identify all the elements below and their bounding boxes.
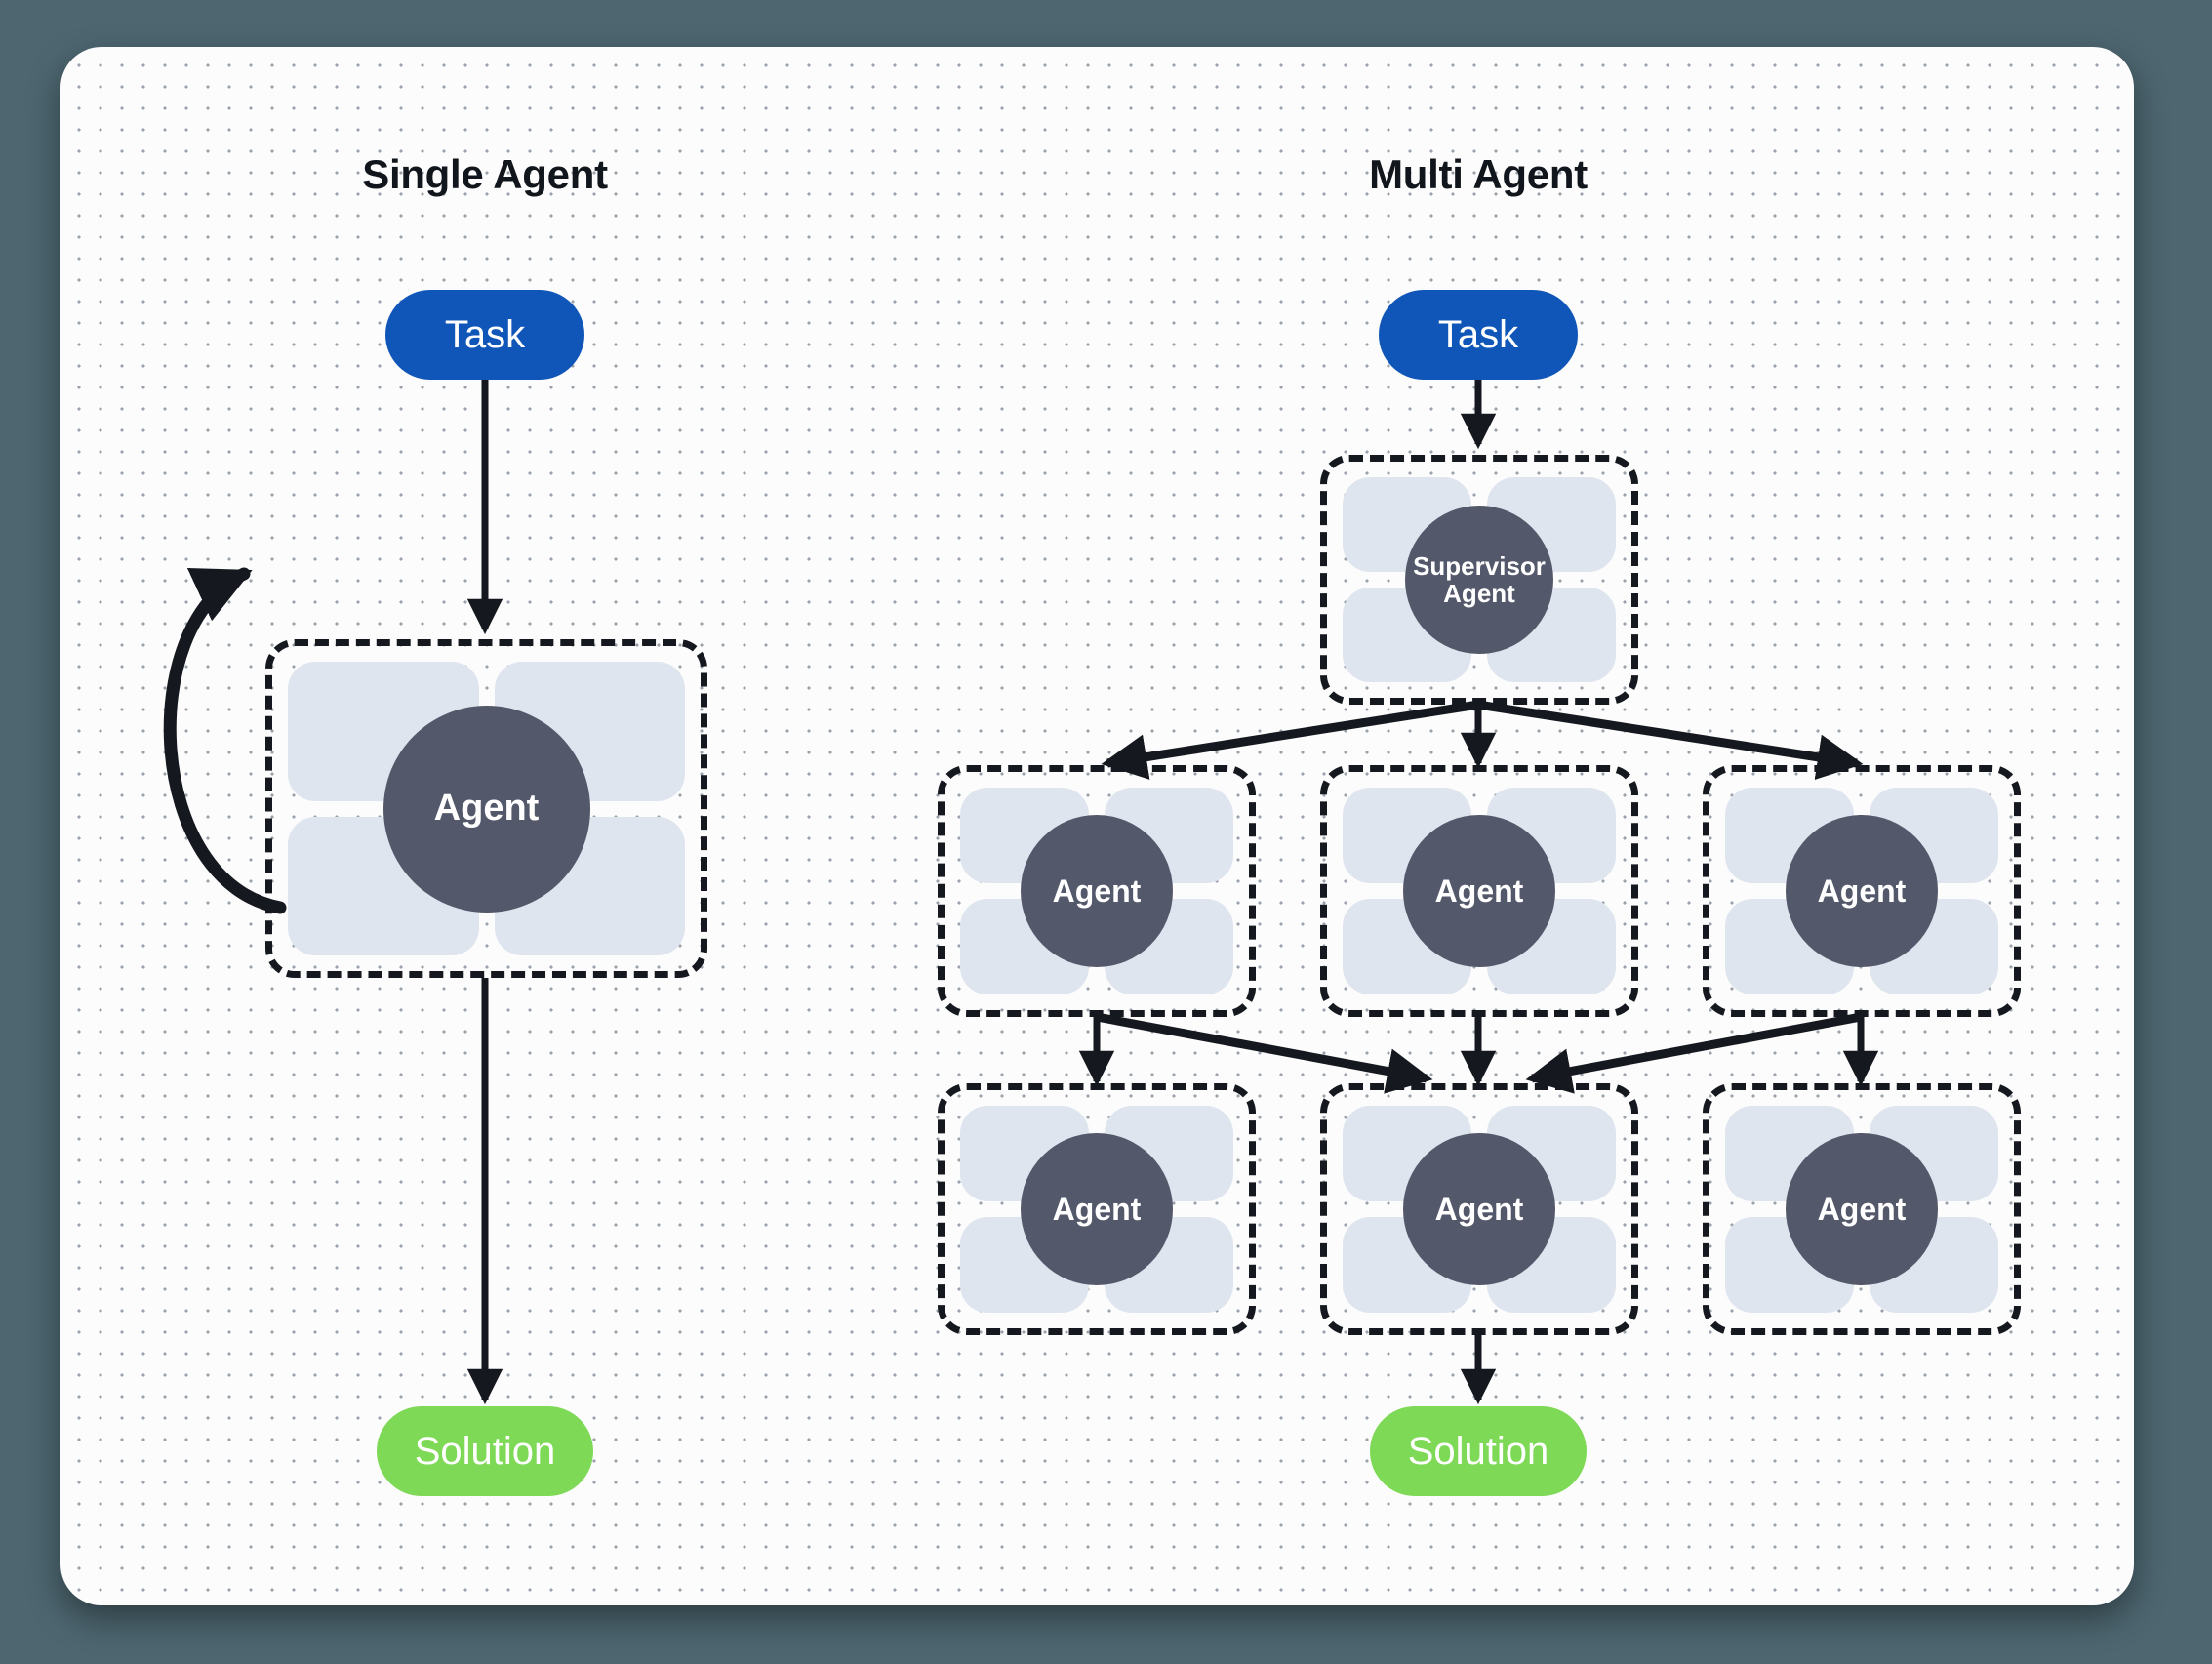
page-title-single-agent: Single Agent: [362, 151, 608, 197]
node-agent-row2-left[interactable]: Agent: [938, 1083, 1256, 1335]
node-agent-row2-right[interactable]: Agent: [1703, 1083, 2021, 1335]
agent-circle-label: Agent: [1786, 1133, 1938, 1285]
node-agent-single[interactable]: Agent: [265, 639, 707, 978]
node-task-multi[interactable]: Task: [1379, 290, 1578, 380]
agent-circle-label: Agent: [1786, 815, 1938, 967]
supervisor-label-line1: Supervisor: [1413, 550, 1546, 581]
node-agent-row2-center[interactable]: Agent: [1320, 1083, 1638, 1335]
agent-circle-label: Agent: [1021, 815, 1173, 967]
supervisor-label-line2: Agent: [1443, 579, 1515, 608]
node-solution-multi[interactable]: Solution: [1370, 1406, 1587, 1496]
supervisor-circle: Supervisor Agent: [1405, 506, 1553, 654]
node-agent-row1-left[interactable]: Agent: [938, 765, 1256, 1017]
page-title-multi-agent: Multi Agent: [1369, 151, 1588, 197]
node-solution-single[interactable]: Solution: [377, 1406, 593, 1496]
node-task-single[interactable]: Task: [385, 290, 584, 380]
agent-circle-label: Agent: [1021, 1133, 1173, 1285]
node-supervisor-agent[interactable]: Supervisor Agent: [1320, 455, 1638, 705]
node-agent-row1-center[interactable]: Agent: [1320, 765, 1638, 1017]
node-agent-row1-right[interactable]: Agent: [1703, 765, 2021, 1017]
agent-circle-label: Agent: [382, 705, 590, 913]
agent-circle-label: Agent: [1403, 815, 1555, 967]
agent-circle-label: Agent: [1403, 1133, 1555, 1285]
